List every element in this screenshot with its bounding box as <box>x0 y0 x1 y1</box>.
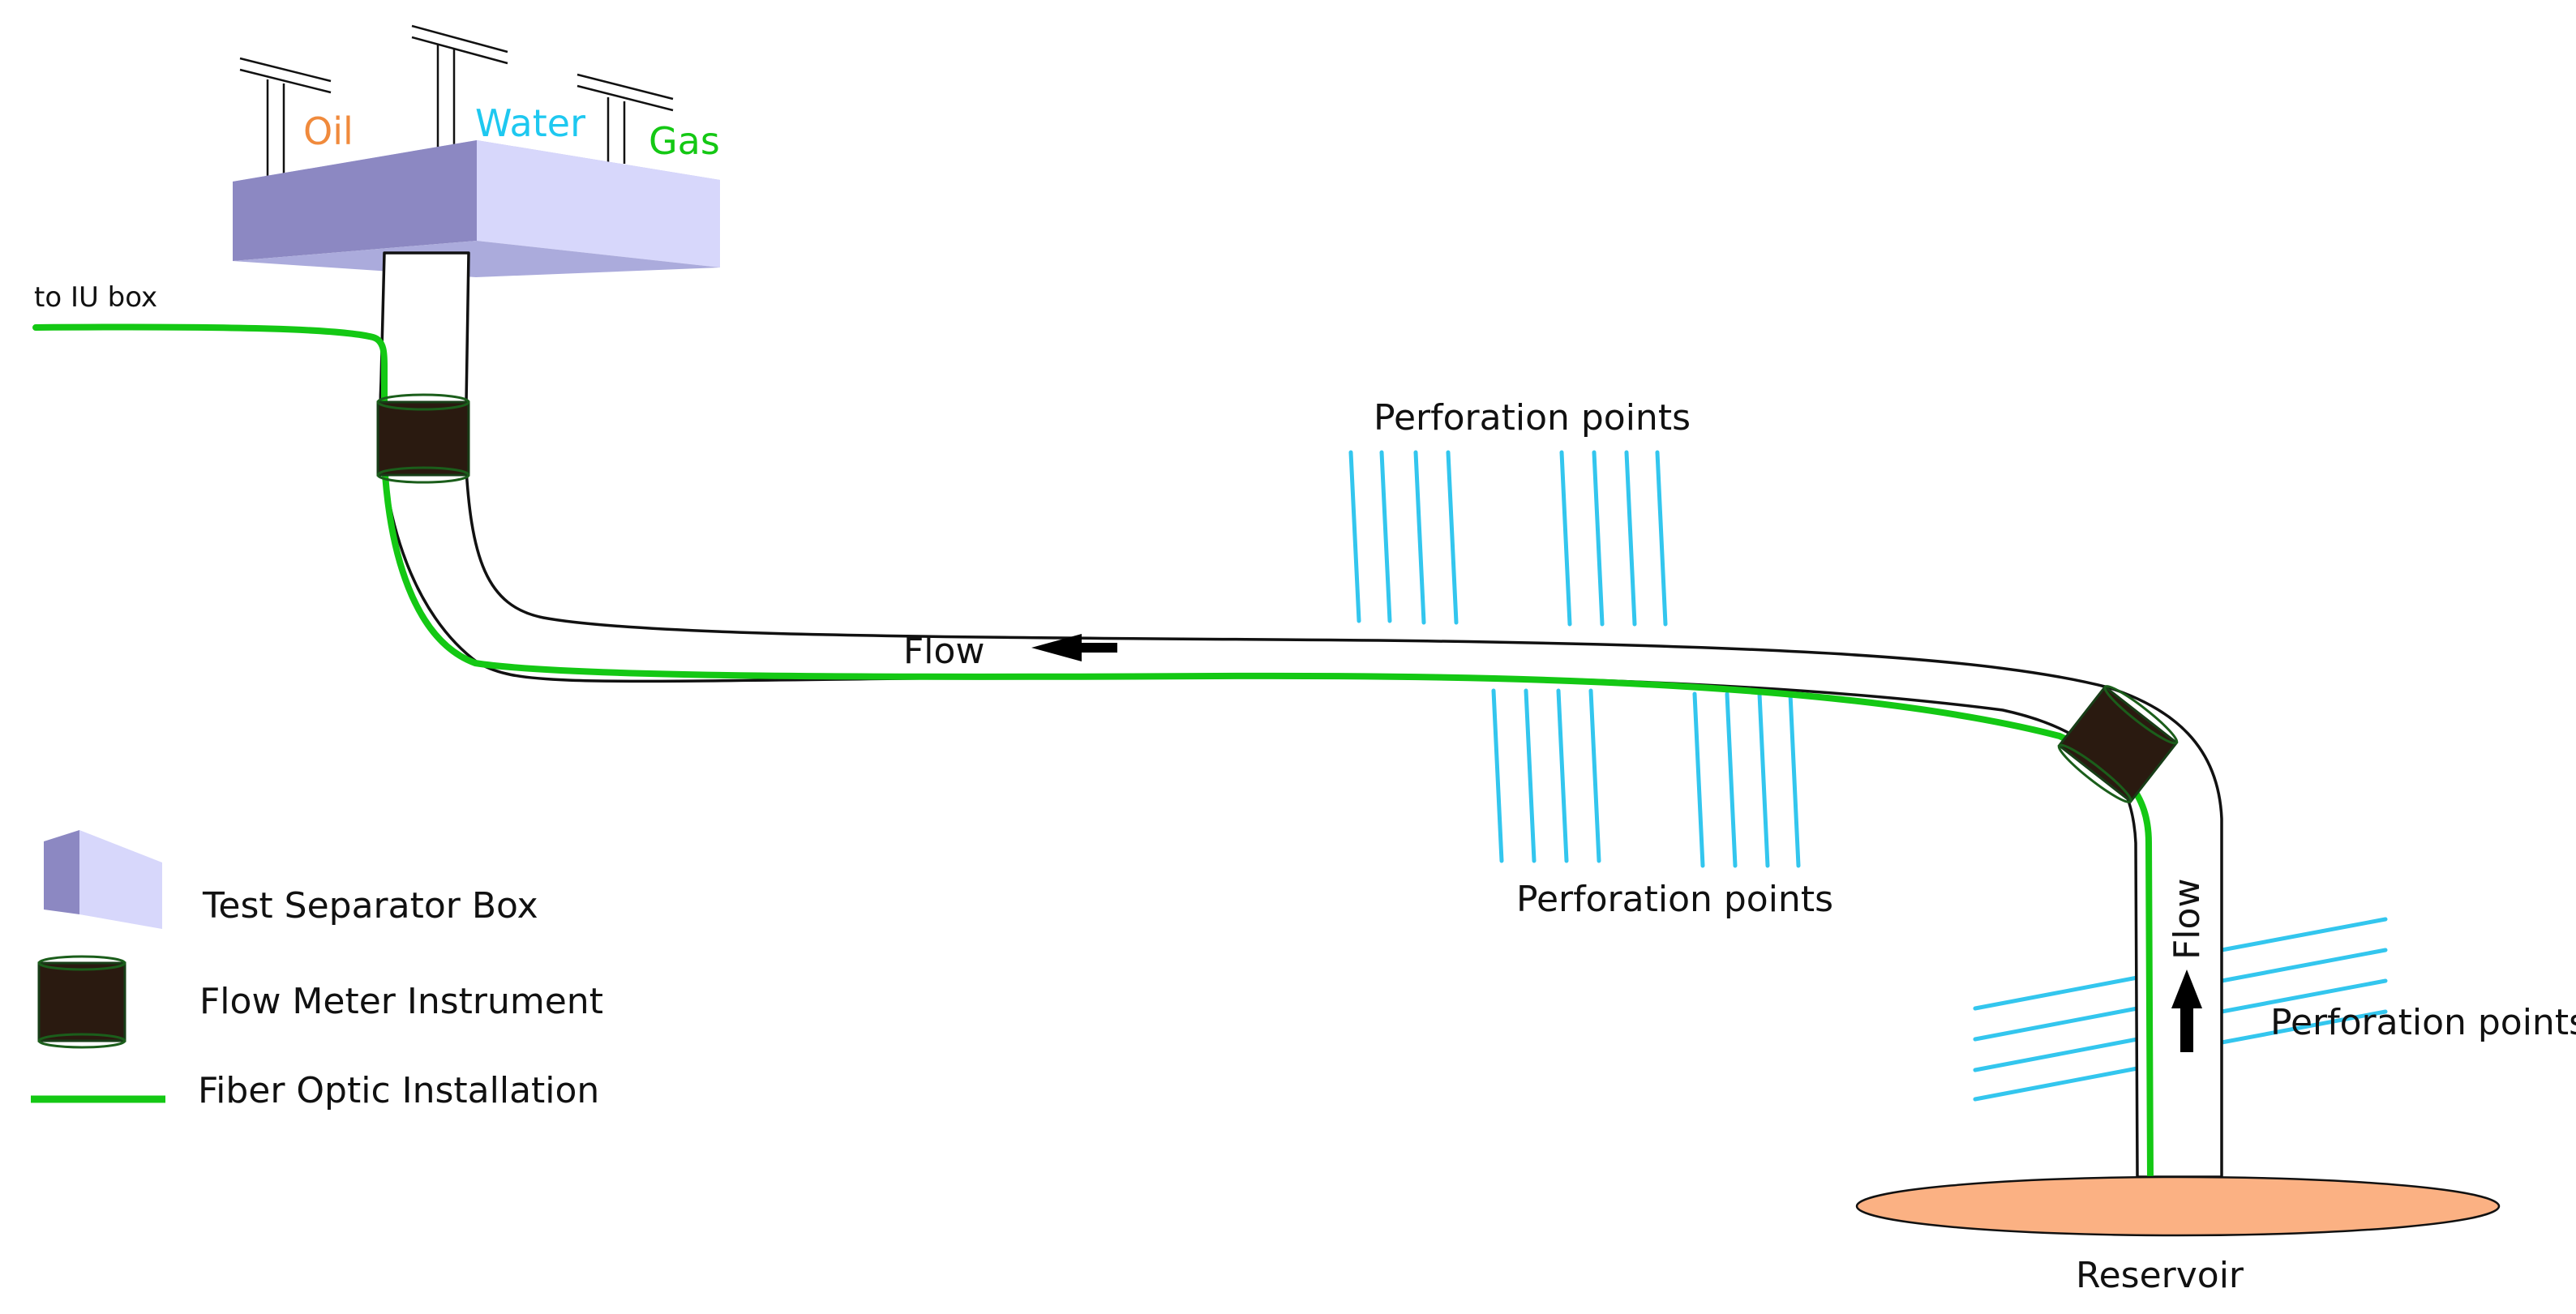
test-separator-box <box>233 24 720 277</box>
perforation-label-lower: Perforation points <box>1516 879 1833 920</box>
separator-box-bottom <box>233 241 720 277</box>
flow-meter-bend <box>2057 685 2179 803</box>
perforation-label-upper: Perforation points <box>1374 397 1691 439</box>
fiber-to-iu-label: to IU box <box>34 281 157 314</box>
legend-separator-swatch <box>44 830 162 929</box>
gas-label: Gas <box>649 119 720 163</box>
legend: Test Separator Box Flow Meter Instrument… <box>31 830 603 1111</box>
legend-fiber-label: Fiber Optic Installation <box>198 1070 599 1111</box>
flow-meter-top <box>376 393 470 484</box>
oil-label: Oil <box>303 109 354 153</box>
legend-separator-label: Test Separator Box <box>202 885 538 927</box>
perforation-label-vertical: Perforation points <box>2270 1002 2576 1043</box>
separator-box-side <box>477 140 720 268</box>
perforation-lines <box>1348 450 2388 1102</box>
reservoir <box>1855 1175 2501 1237</box>
legend-meter-label: Flow Meter Instrument <box>199 981 603 1022</box>
water-label: Water <box>475 101 585 145</box>
separator-box-front <box>233 140 477 261</box>
flow-label-horizontal: Flow <box>903 631 984 672</box>
flow-arrow-up <box>2171 969 2202 1052</box>
reservoir-label: Reservoir <box>2076 1255 2244 1296</box>
flow-label-vertical: Flow <box>2167 879 2208 960</box>
fiber-optic-line <box>32 323 2154 1180</box>
legend-meter-swatch <box>37 955 126 1049</box>
flow-arrow-left <box>1031 634 1117 661</box>
